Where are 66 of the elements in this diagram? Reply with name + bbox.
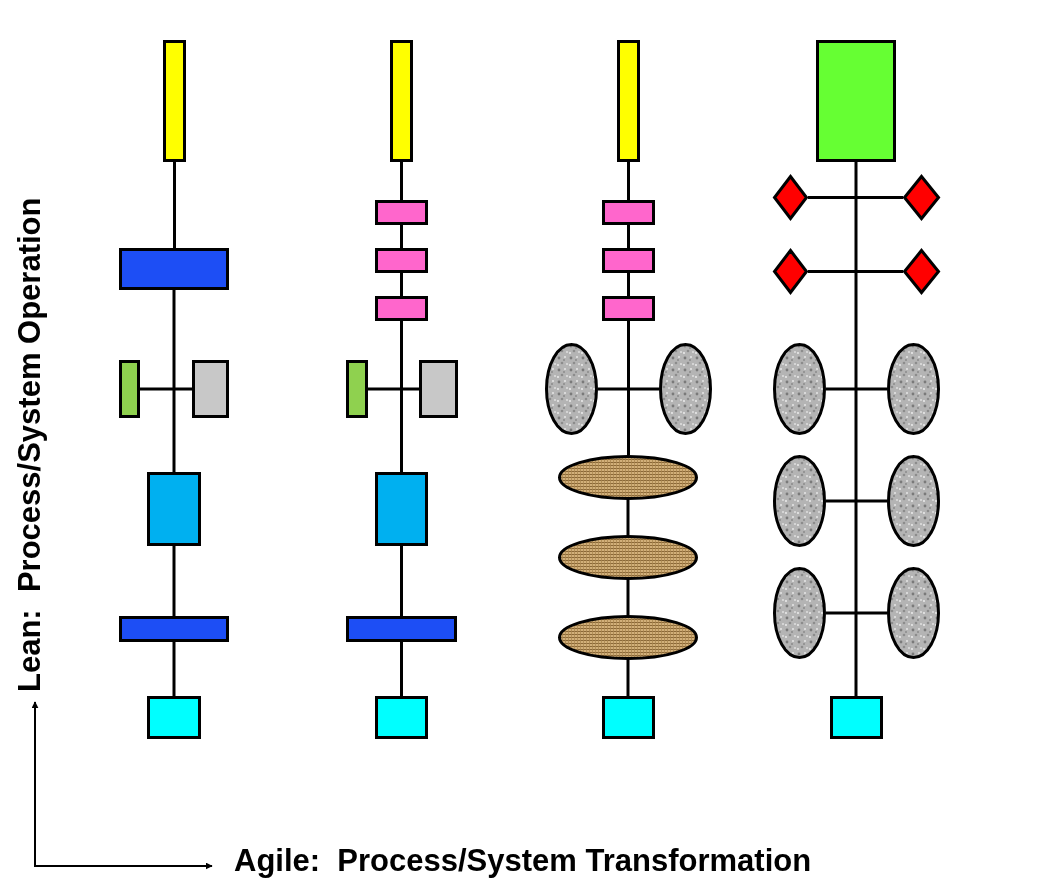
process-box bbox=[375, 296, 428, 321]
connector-line bbox=[808, 270, 903, 273]
textured-ellipse bbox=[773, 343, 826, 435]
connector-line bbox=[627, 162, 630, 200]
process-box bbox=[816, 40, 896, 162]
process-bar bbox=[163, 40, 186, 162]
textured-ellipse bbox=[887, 455, 940, 547]
connector-line bbox=[400, 225, 403, 248]
textured-ellipse bbox=[773, 455, 826, 547]
connector-line bbox=[400, 162, 403, 200]
connector-line bbox=[598, 387, 659, 391]
connector-line bbox=[368, 387, 419, 391]
connector-line bbox=[172, 290, 176, 472]
connector-line bbox=[627, 225, 630, 248]
textured-ellipse bbox=[659, 343, 712, 435]
connector-line bbox=[172, 642, 176, 696]
axis-label: Lean: Process/System Operation bbox=[12, 196, 48, 692]
process-box bbox=[346, 360, 368, 418]
process-box bbox=[602, 296, 655, 321]
process-box bbox=[375, 248, 428, 273]
process-box bbox=[147, 472, 201, 546]
textured-ellipse bbox=[558, 455, 698, 500]
textured-ellipse bbox=[773, 567, 826, 659]
connector-line bbox=[854, 162, 858, 696]
connector-line bbox=[627, 321, 630, 455]
process-bar bbox=[390, 40, 413, 162]
process-box bbox=[192, 360, 229, 418]
process-box bbox=[375, 696, 428, 739]
connector-line bbox=[400, 321, 403, 472]
connector-line bbox=[400, 546, 403, 616]
connector-line bbox=[626, 660, 630, 696]
textured-ellipse bbox=[558, 615, 698, 660]
process-box bbox=[419, 360, 458, 418]
textured-ellipse bbox=[545, 343, 598, 435]
process-box bbox=[602, 200, 655, 225]
connector-line bbox=[626, 500, 630, 535]
connector-line bbox=[826, 387, 887, 391]
connector-line bbox=[808, 196, 903, 199]
decision-diamond bbox=[773, 249, 808, 294]
process-box bbox=[375, 200, 428, 225]
process-bar bbox=[617, 40, 640, 162]
process-box bbox=[119, 360, 140, 418]
process-box bbox=[602, 248, 655, 273]
axis-label: Agile: Process/System Transformation bbox=[234, 843, 812, 879]
decision-diamond bbox=[903, 175, 940, 220]
process-bar bbox=[346, 616, 457, 642]
connector-line bbox=[400, 273, 403, 296]
connector-line bbox=[172, 546, 176, 616]
textured-ellipse bbox=[887, 343, 940, 435]
process-box bbox=[830, 696, 883, 739]
process-box bbox=[602, 696, 655, 739]
decision-diamond bbox=[773, 175, 808, 220]
connector-line bbox=[627, 273, 630, 296]
connector-line bbox=[400, 642, 403, 696]
process-box bbox=[147, 696, 201, 739]
decision-diamond bbox=[903, 249, 940, 294]
process-box bbox=[119, 248, 229, 290]
connector-line bbox=[826, 499, 887, 503]
process-bar bbox=[119, 616, 229, 642]
connector-line bbox=[626, 580, 630, 615]
connector-line bbox=[826, 611, 887, 615]
connector-line bbox=[173, 162, 176, 248]
textured-ellipse bbox=[887, 567, 940, 659]
textured-ellipse bbox=[558, 535, 698, 580]
connector-line bbox=[140, 387, 192, 391]
process-box bbox=[375, 472, 428, 546]
